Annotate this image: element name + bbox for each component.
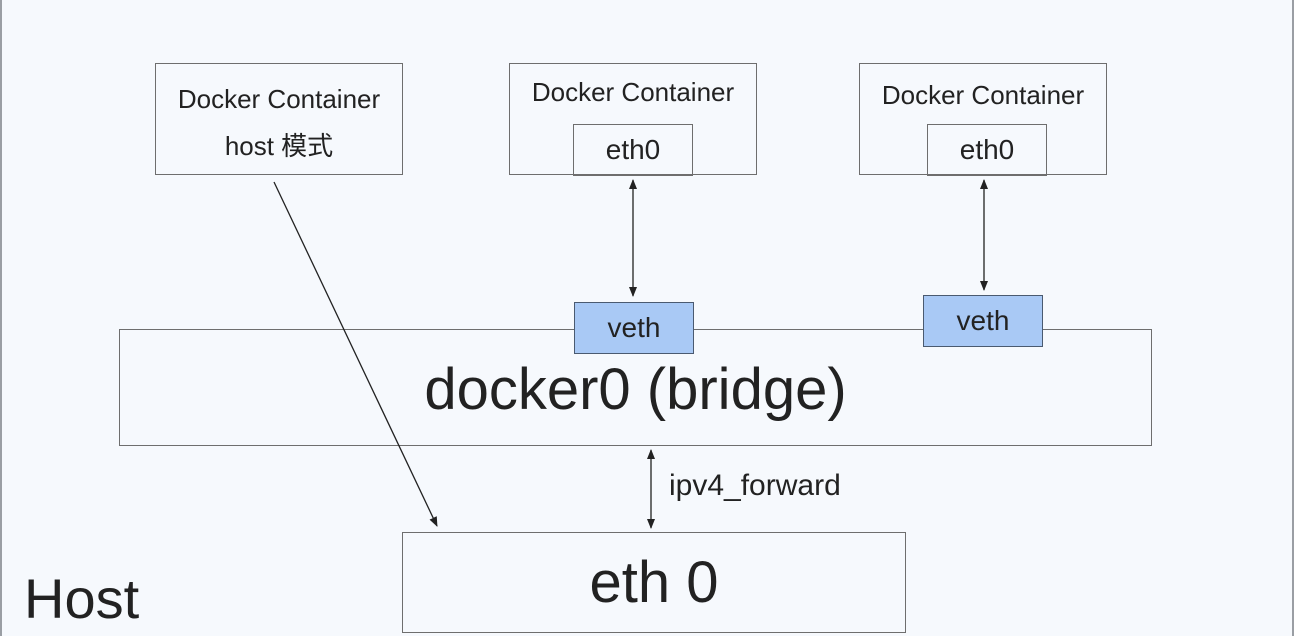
container-1-eth0: eth0 bbox=[573, 124, 693, 176]
host-eth0-label: eth 0 bbox=[589, 550, 719, 615]
host-label: Host bbox=[24, 567, 140, 630]
veth-1: veth bbox=[574, 302, 694, 354]
host-container-title: Docker Container bbox=[177, 84, 381, 114]
docker-container-2: Docker Container bbox=[859, 63, 1107, 175]
container-2-title: Docker Container bbox=[881, 80, 1085, 110]
host-container-mode: host 模式 bbox=[224, 131, 334, 161]
docker-container-1: Docker Container bbox=[509, 63, 757, 175]
host-eth0: eth 0 bbox=[402, 532, 906, 633]
container-1-title: Docker Container bbox=[531, 77, 735, 107]
host-mode-container: Docker Container host 模式 bbox=[155, 63, 403, 175]
bridge-label: docker0 (bridge) bbox=[424, 357, 847, 422]
ipv4-forward-label: ipv4_forward bbox=[669, 469, 841, 502]
container-2-eth0: eth0 bbox=[927, 124, 1047, 176]
veth-2: veth bbox=[923, 295, 1043, 347]
